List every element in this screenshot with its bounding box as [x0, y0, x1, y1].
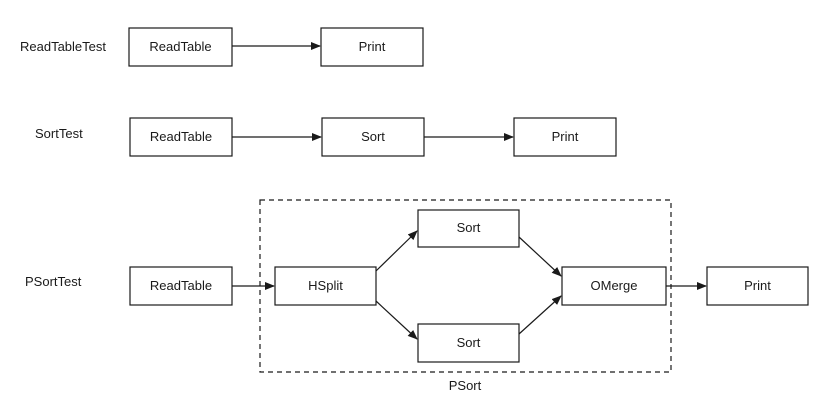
node-sort: Sort	[321, 117, 425, 157]
node-readtable: ReadTable	[128, 27, 233, 67]
edge-hsplit-to-sort-bottom	[375, 300, 418, 340]
row-label-psorttest: PSortTest	[25, 274, 82, 289]
node-label: ReadTable	[149, 39, 211, 54]
row-label-readtabletest: ReadTableTest	[20, 39, 106, 54]
edge-sort-top-to-omerge	[518, 236, 562, 277]
psort-group-label: PSort	[449, 378, 482, 393]
node-readtable: ReadTable	[129, 117, 233, 157]
node-omerge: OMerge	[561, 266, 667, 306]
edge-hsplit-to-sort-top	[375, 230, 418, 272]
row-readtabletest: ReadTableTest ReadTable Print	[20, 27, 424, 67]
node-label: Print	[744, 278, 771, 293]
node-label: Print	[552, 129, 579, 144]
node-label: ReadTable	[150, 278, 212, 293]
node-readtable: ReadTable	[129, 266, 233, 306]
node-print: Print	[320, 27, 424, 67]
node-hsplit: HSplit	[274, 266, 377, 306]
edge-sort-bottom-to-omerge	[518, 295, 562, 335]
node-print: Print	[513, 117, 617, 157]
node-label: ReadTable	[150, 129, 212, 144]
node-label: Print	[359, 39, 386, 54]
node-label: OMerge	[591, 278, 638, 293]
node-label: Sort	[361, 129, 385, 144]
node-sort-top: Sort	[417, 209, 520, 248]
node-label: HSplit	[308, 278, 343, 293]
node-sort-bottom: Sort	[417, 323, 520, 363]
row-sorttest: SortTest ReadTable Sort Print	[35, 117, 617, 157]
node-label: Sort	[457, 335, 481, 350]
row-label-sorttest: SortTest	[35, 126, 83, 141]
node-label: Sort	[457, 220, 481, 235]
node-print: Print	[706, 266, 809, 306]
row-psorttest: PSortTest PSort ReadTable HSplit Sort So…	[25, 199, 809, 393]
